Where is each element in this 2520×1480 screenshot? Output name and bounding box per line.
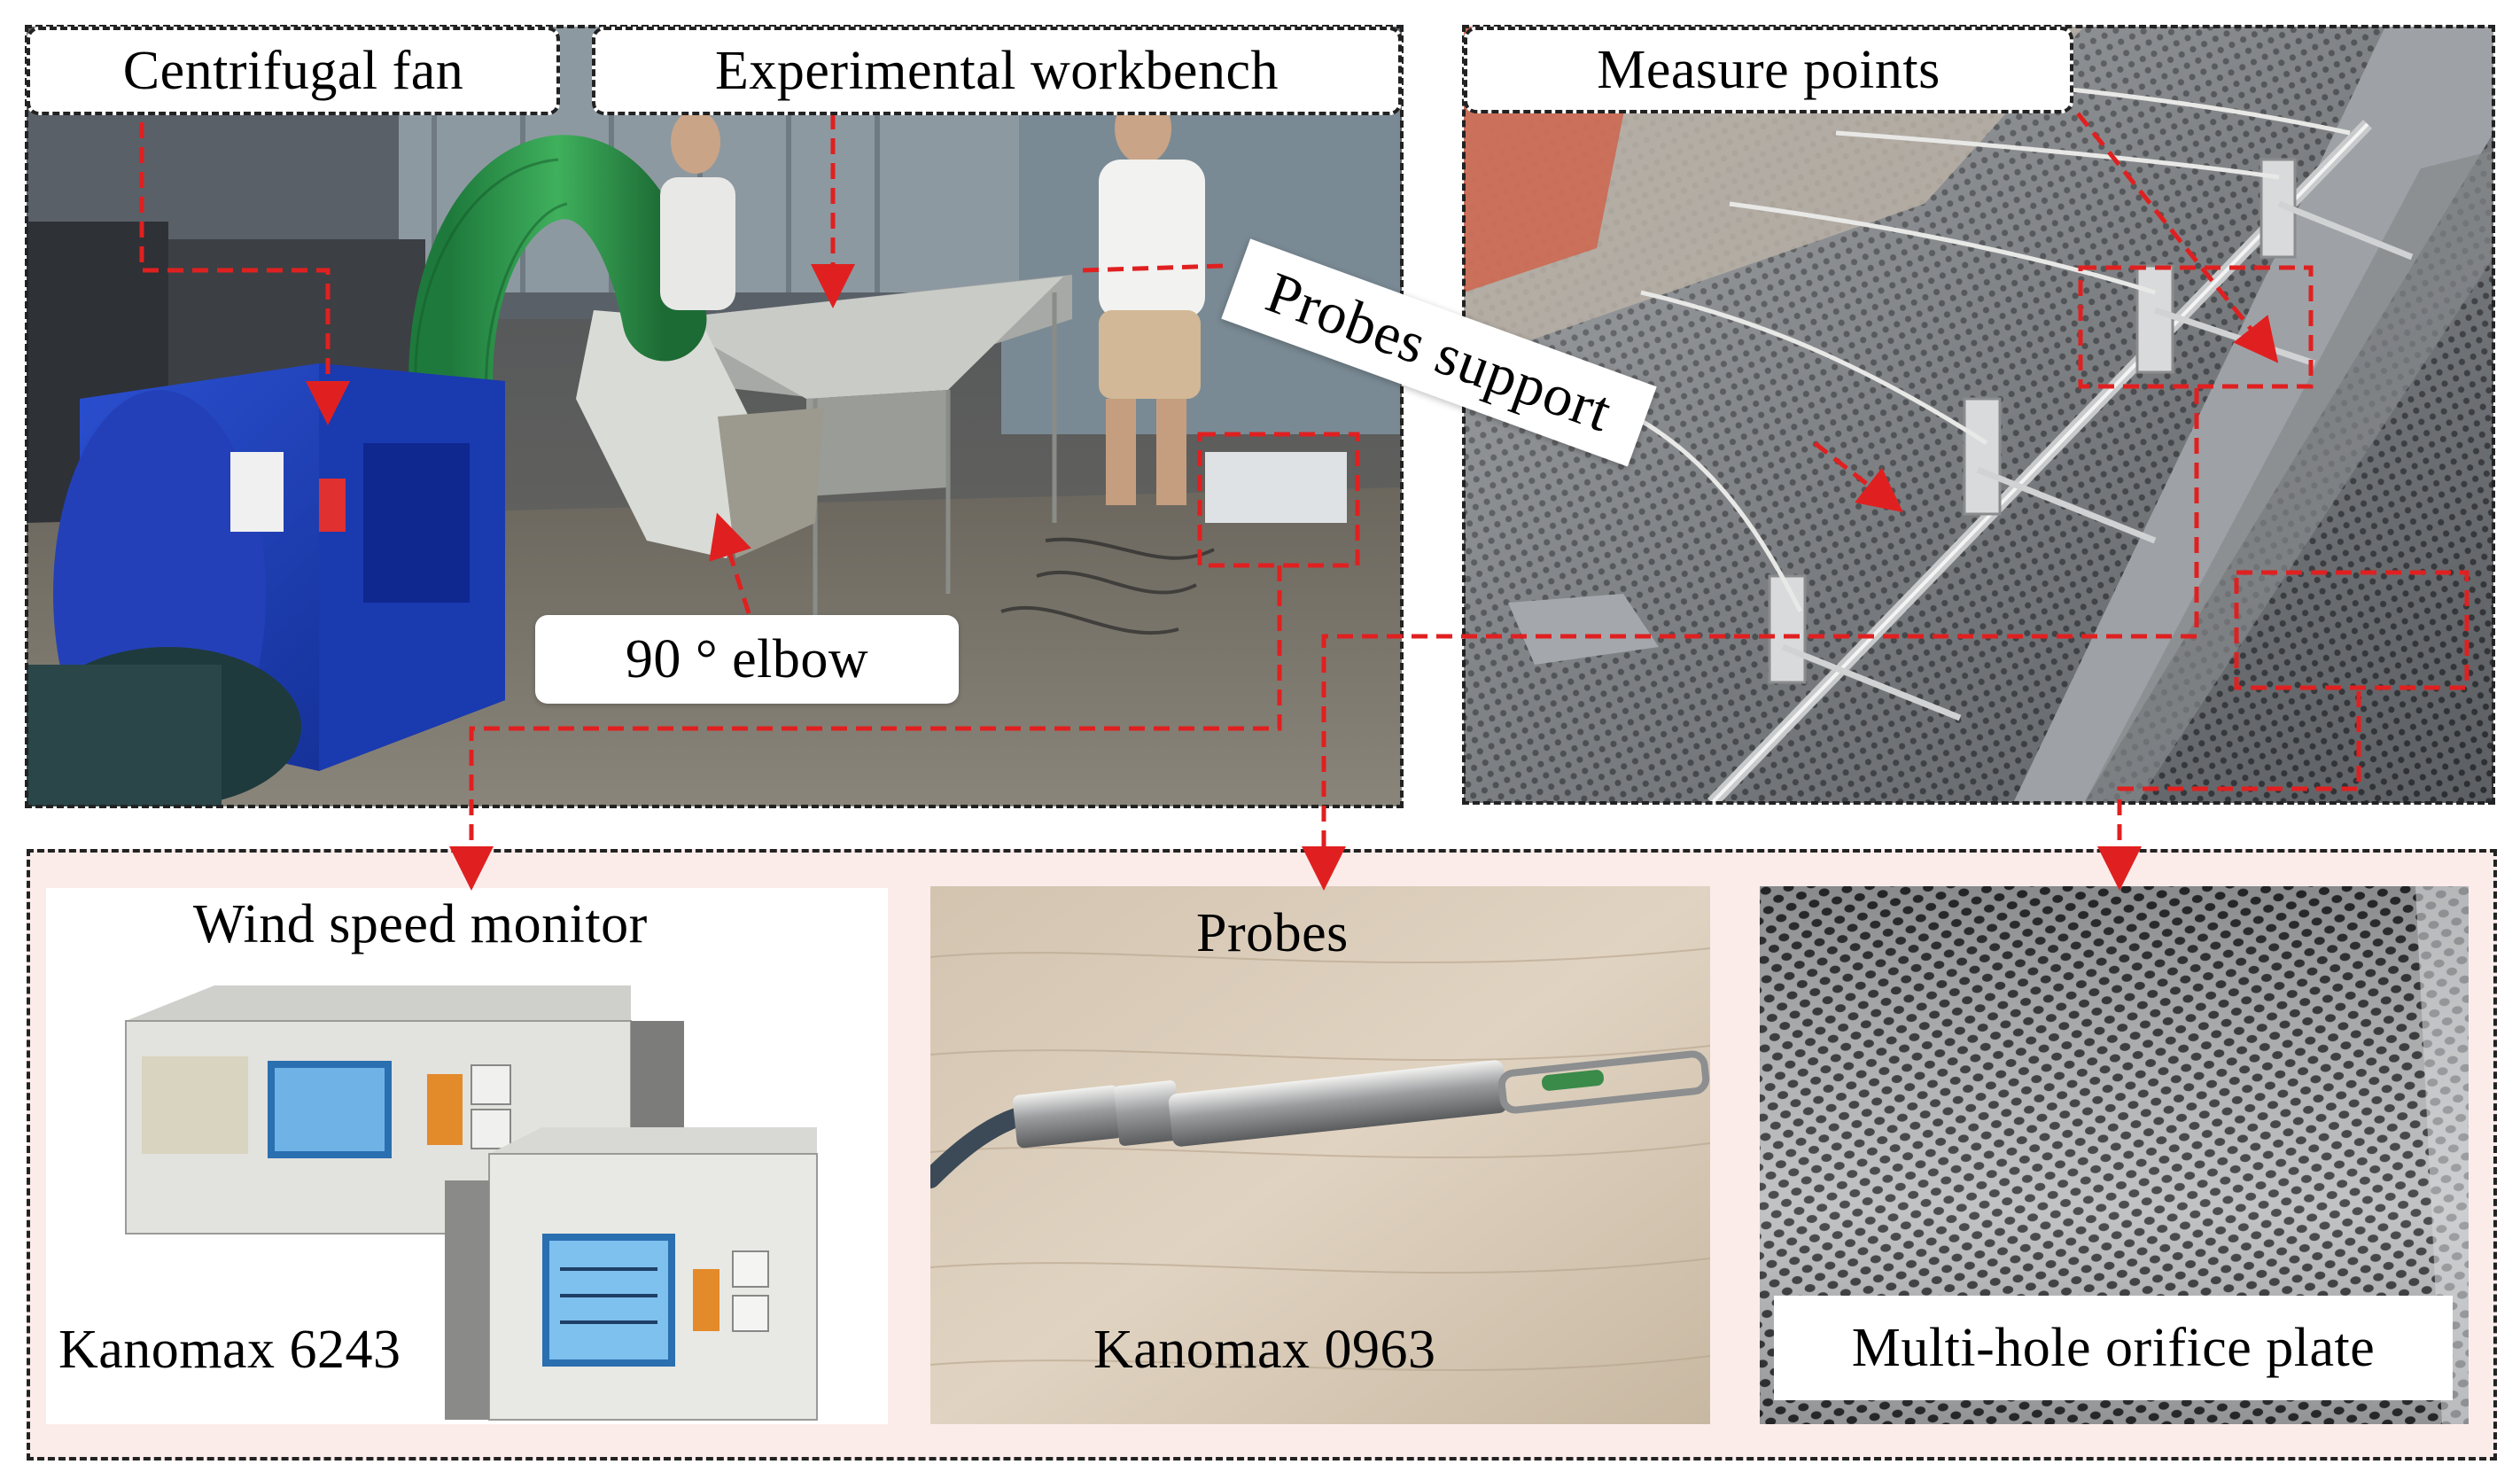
measure-points-label: Measure points [1464,27,2073,113]
probes-model: Kanomax 0963 [1093,1320,1436,1380]
wind-speed-monitor-title: Wind speed monitor [193,894,648,954]
experimental-workbench-label: Experimental workbench [592,27,1402,115]
centrifugal-fan-label: Centrifugal fan [27,27,560,115]
orifice-plate-caption-box: Multi-hole orifice plate [1774,1296,2453,1400]
wind-speed-monitor-model: Kanomax 6243 [58,1320,401,1380]
probes-title: Probes [1196,903,1349,963]
elbow-label: 90 ° elbow [535,615,959,704]
orifice-plate-caption: Multi-hole orifice plate [1851,1317,2376,1378]
probe-image [930,886,1710,1424]
wind-speed-monitor-image [46,888,888,1424]
